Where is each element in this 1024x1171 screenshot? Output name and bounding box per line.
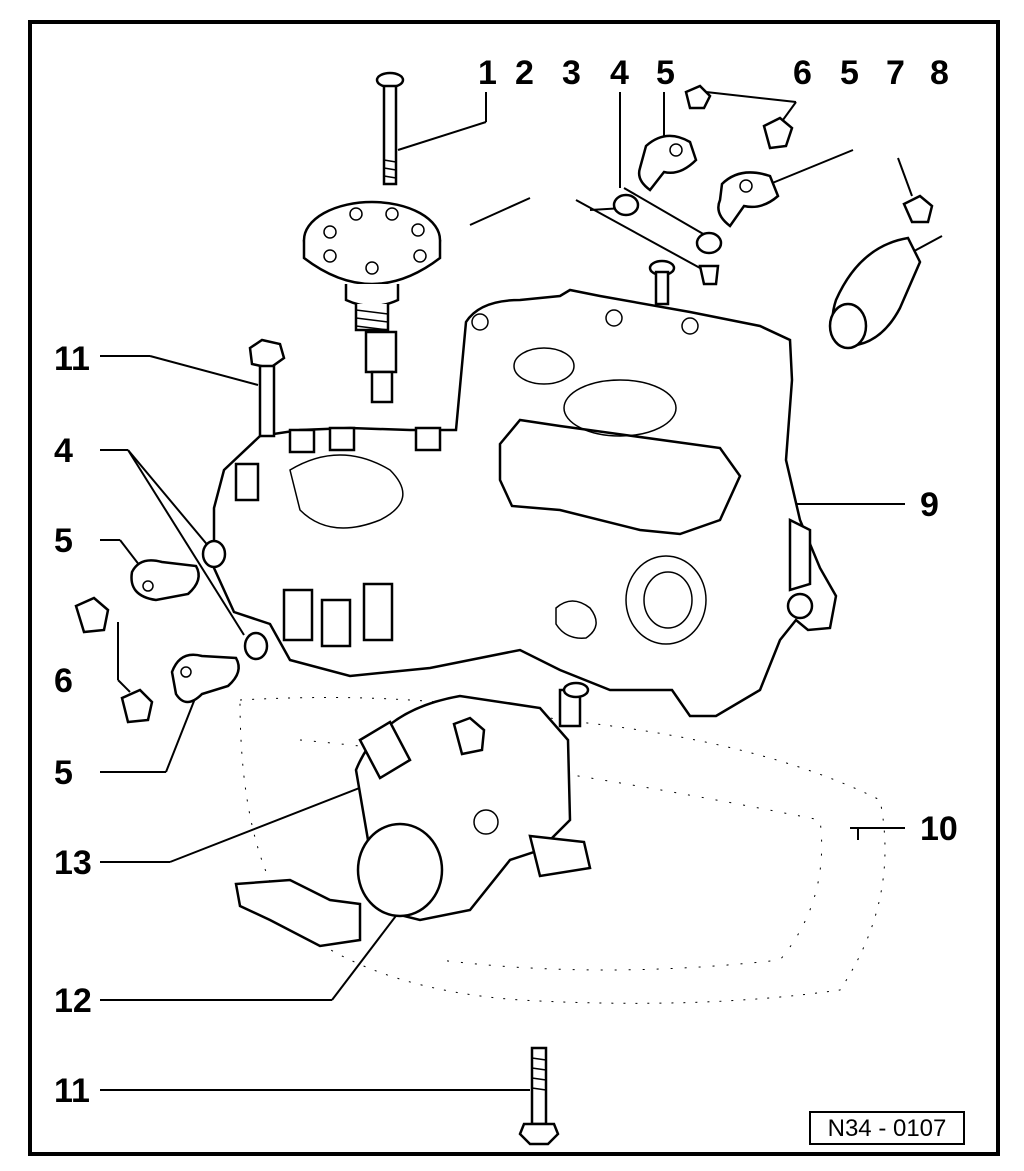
callout-7: 7 [886,54,905,92]
callout-2: 2 [515,54,534,92]
callout-4-left: 4 [54,432,73,470]
callout-10: 10 [920,810,958,848]
callout-5-top-right: 5 [840,54,859,92]
callout-9: 9 [920,486,939,524]
diagram-frame [28,20,1000,1156]
callout-8: 8 [930,54,949,92]
callout-5-top-left: 5 [656,54,675,92]
callout-3: 3 [562,54,581,92]
callout-12: 12 [54,982,92,1020]
part-5-sensor-left-lower [170,653,240,704]
part-4-o-rings-top [612,193,723,286]
callout-4-top: 4 [610,54,629,92]
part-7-bolt [902,194,934,224]
part-2-cover-assembly [302,200,442,404]
callout-6-top: 6 [793,54,812,92]
part-6-bolts-top [684,84,794,150]
reference-code-box: N34 - 0107 [809,1111,965,1145]
side-callouts: 11 4 5 6 5 9 10 13 12 11 [54,340,958,1110]
part-5-sensor-top-left [637,134,698,192]
part-1-bolt [375,71,405,186]
part-5-sensor-top-right [717,171,780,228]
callout-5-left-upper: 5 [54,522,73,560]
part-9-main-housing [212,288,838,718]
part-12-actuator [234,681,592,948]
part-13-adjuster-bolt [452,716,486,756]
part-8-housing-fitting [828,236,922,350]
part-4-o-rings-left [201,539,269,661]
top-callouts: 1 2 3 4 5 6 5 7 8 [478,54,949,92]
part-11-bolt-upper [248,338,286,438]
reference-code: N34 - 0107 [828,1115,947,1142]
leader-lines [100,91,943,1091]
part-6-bolts-left [74,596,154,724]
callout-11-lower: 11 [54,1072,90,1110]
part-10-shaded-region [239,697,886,1004]
part-5-sensor-left-upper [130,559,200,602]
callout-13: 13 [54,844,92,882]
callout-5-left-lower: 5 [54,754,73,792]
callout-1: 1 [478,54,497,92]
part-3-small-bolt [648,259,676,306]
callout-11-upper: 11 [54,340,90,378]
callout-6-left: 6 [54,662,73,700]
part-11-bolt-lower [518,1046,560,1146]
